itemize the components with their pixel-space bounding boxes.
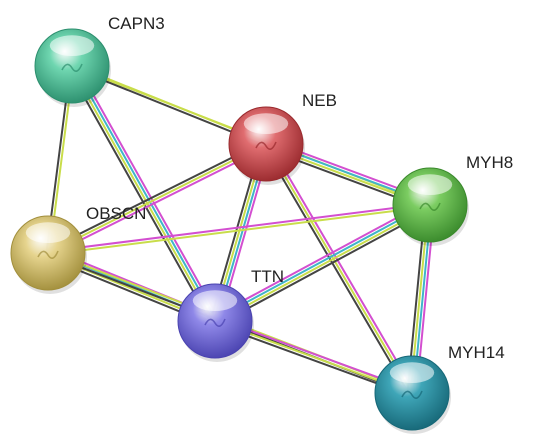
edge-evidence-line [214,205,432,324]
edge-evidence-line [47,205,432,256]
node-highlight [243,113,289,135]
node-label: MYH14 [448,343,505,362]
node-obscn[interactable]: OBSCN [10,204,146,294]
edge-neb-myh14[interactable] [262,141,416,396]
node-neb[interactable]: NEB [228,91,337,185]
protein-structure-icon [419,202,441,211]
edge-evidence-line [47,143,267,254]
protein-structure-icon [204,318,226,327]
edge-ttn-myh8[interactable] [211,200,434,326]
protein-structure-icon [61,63,83,72]
edge-evidence-line [46,202,431,253]
node-myh8[interactable]: MYH8 [392,153,513,246]
protein-structure-icon [401,390,423,399]
edge-evidence-line [45,140,266,252]
protein-structure-icon [37,250,59,259]
node-ttn[interactable]: TTN [177,267,284,362]
node-highlight [389,362,435,384]
edge-evidence-line [72,64,218,322]
edge-neb-obscn[interactable] [45,140,269,257]
protein-structure-icon [255,141,277,150]
node-label: OBSCN [86,204,146,223]
edge-evidence-line [69,65,215,323]
node-highlight [407,174,453,196]
edge-evidence-line [265,143,413,394]
node-highlight [49,35,95,57]
edge-evidence-line [216,207,434,326]
edge-evidence-line [48,145,269,257]
edge-evidence-line [74,62,220,320]
node-capn3[interactable]: CAPN3 [34,14,165,107]
edge-evidence-line [213,202,431,321]
edge-evidence-line [262,144,411,396]
edge-evidence-line [267,141,416,393]
edge-capn3-ttn[interactable] [67,62,220,325]
edge-obscn-myh8[interactable] [46,202,432,256]
node-label: CAPN3 [108,14,165,33]
node-highlight [192,290,238,312]
node-label: TTN [251,267,284,286]
node-label: MYH8 [466,153,513,172]
node-label: NEB [302,91,337,110]
edge-evidence-line [67,67,213,325]
node-highlight [25,222,71,244]
node-myh14[interactable]: MYH14 [374,343,505,434]
edge-evidence-line [211,200,429,319]
